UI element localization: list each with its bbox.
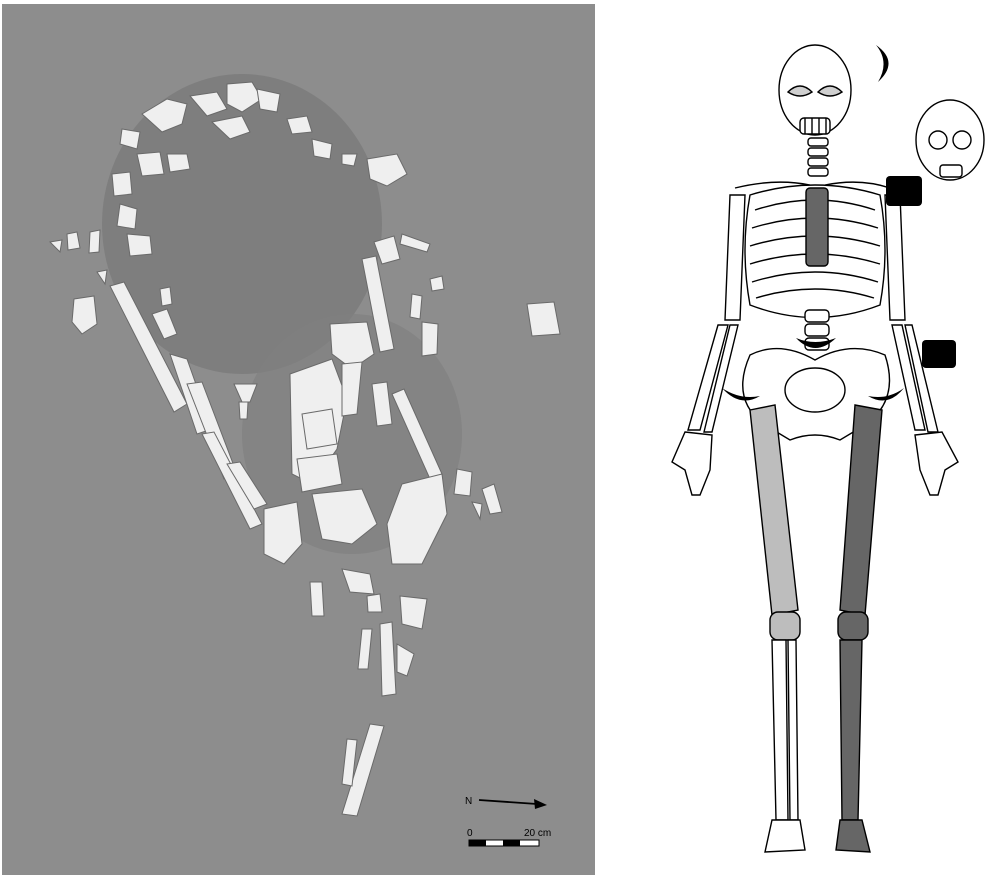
- skeleton-diagram: [600, 0, 990, 877]
- scale-start-label: 0: [467, 828, 473, 839]
- scale-end-label: 20 cm: [524, 828, 551, 839]
- square-marker-arm: [922, 340, 956, 368]
- left-foot: [765, 820, 805, 852]
- excavation-plan: N 0 20 cm: [2, 4, 595, 875]
- north-label: N: [465, 796, 472, 807]
- square-marker-shoulder: [886, 176, 922, 206]
- right-tibia: [840, 640, 862, 820]
